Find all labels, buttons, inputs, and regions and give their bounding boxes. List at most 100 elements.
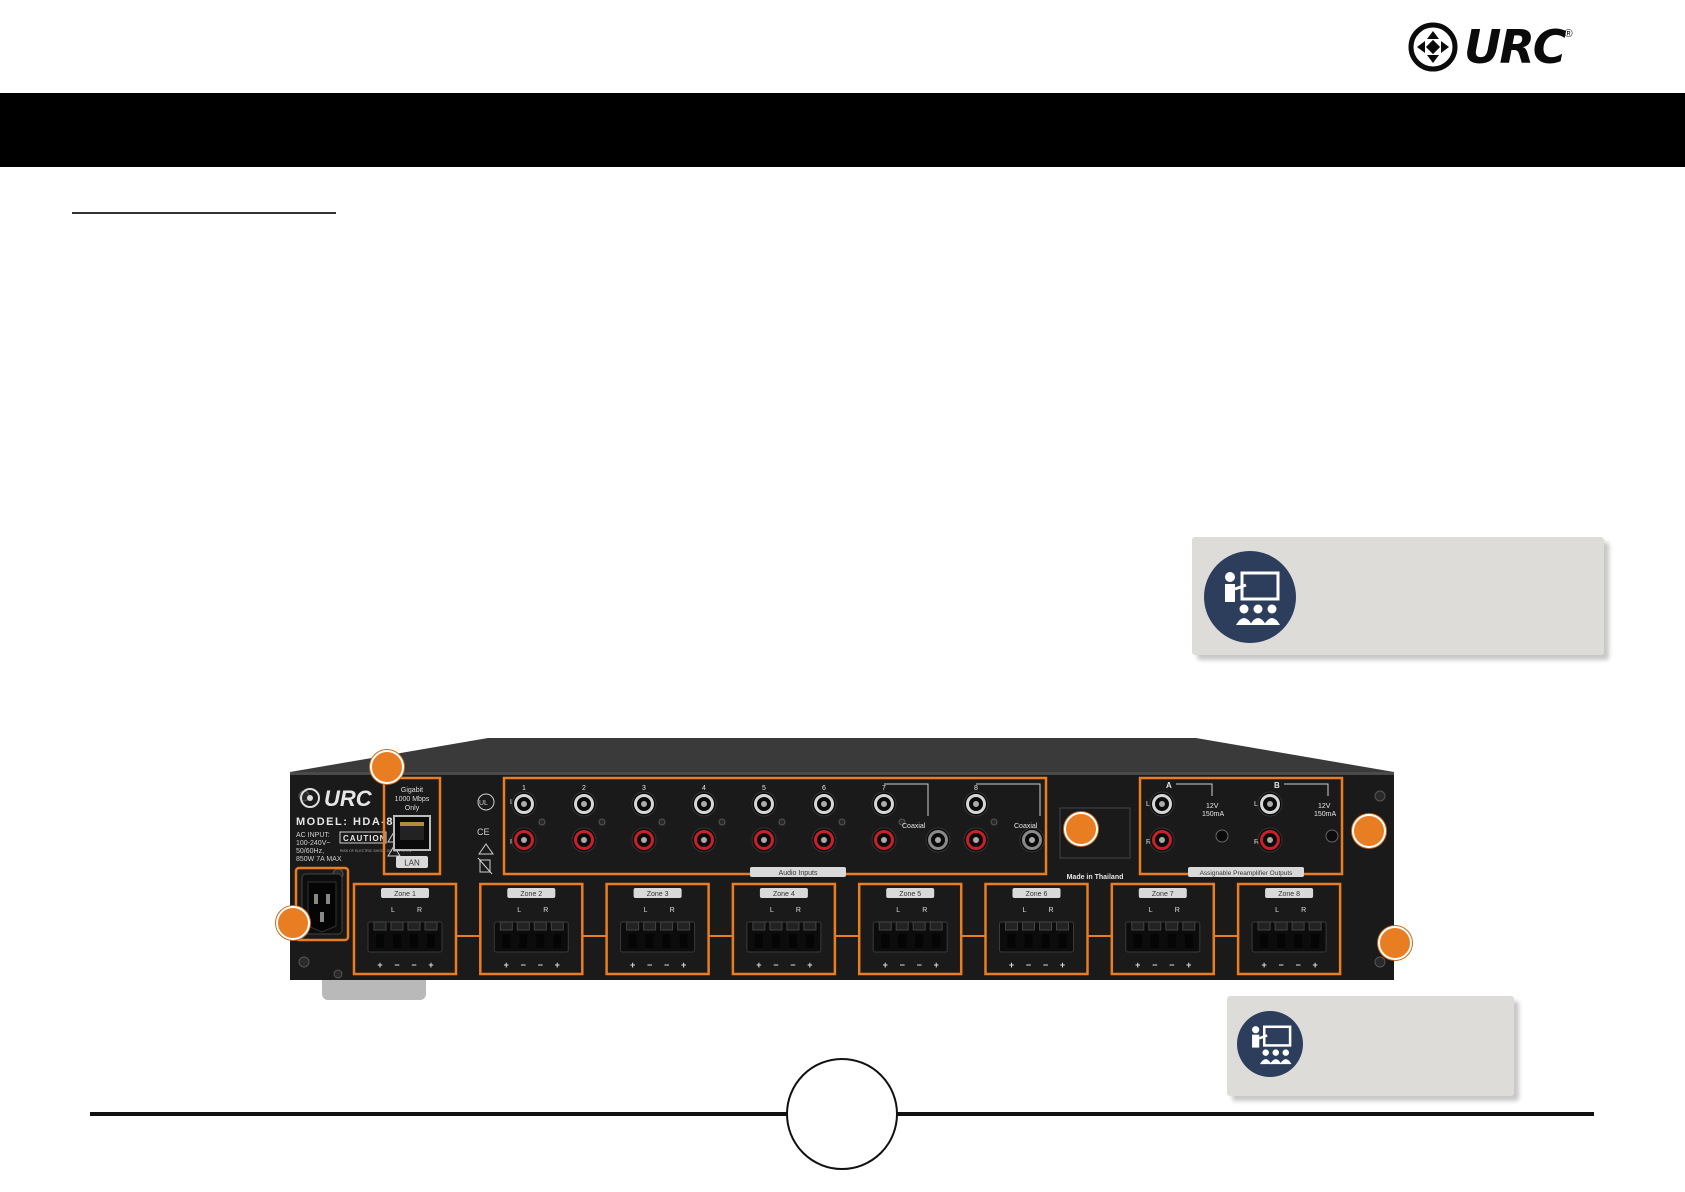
rca-input-4-right[interactable] (691, 827, 717, 853)
svg-text:CE: CE (477, 827, 490, 837)
zone-channel-left: L (391, 907, 395, 914)
rca-input-7-right[interactable] (871, 827, 897, 853)
callout-marker-audio (1064, 812, 1098, 846)
audio-input-jacks[interactable] (511, 791, 1045, 853)
zone-channel-right: R (922, 907, 927, 914)
zone-label: Zone 1 (394, 891, 416, 898)
input-number-1: 1 (522, 785, 526, 792)
rca-input-5-right[interactable] (751, 827, 777, 853)
input-number-6: 6 (822, 785, 826, 792)
preamp-a-left[interactable] (1149, 791, 1175, 817)
zone-polarity: − (647, 960, 652, 970)
zone-channel-left: L (1149, 907, 1153, 914)
power-inlet-highlight (294, 866, 350, 942)
trigger-a-line-1: 12V (1206, 803, 1219, 810)
coaxial-label-8: Coaxial (1014, 823, 1038, 830)
lan-port[interactable] (393, 815, 431, 851)
rca-input-4-left[interactable] (691, 791, 717, 817)
preamp-right-label: R (1146, 839, 1151, 846)
rca-input-6-right[interactable] (811, 827, 837, 853)
ac-input-label: AC INPUT: (296, 832, 330, 839)
rca-input-8-right[interactable] (963, 827, 989, 853)
zone-label: Zone 5 (899, 891, 921, 898)
zone-channel-right: R (670, 907, 675, 914)
zone-polarity: − (1152, 960, 1157, 970)
registered-mark: ® (1564, 28, 1573, 40)
trigger-b-line-1: 12V (1318, 803, 1331, 810)
zone-polarity: − (411, 960, 416, 970)
coaxial-input-7[interactable] (925, 827, 951, 853)
preamp-left-label-b: L (1254, 801, 1258, 808)
rca-input-5-left[interactable] (751, 791, 777, 817)
input-number-5: 5 (762, 785, 766, 792)
zone-channel-left: L (517, 907, 521, 914)
preamp-output-jacks[interactable] (1149, 791, 1339, 853)
rca-input-1-right[interactable] (511, 827, 537, 853)
zone-label: Zone 3 (647, 891, 669, 898)
presentation-icon (1204, 551, 1296, 643)
preamp-right-label-b: R (1254, 839, 1259, 846)
title-bar (0, 93, 1685, 167)
zone-polarity: + (630, 960, 635, 970)
lan-note-line-3: Only (405, 805, 420, 812)
rca-input-2-left[interactable] (571, 791, 597, 817)
zone-polarity: − (1295, 960, 1300, 970)
zone-polarity: + (1312, 960, 1317, 970)
preamp-b-left[interactable] (1257, 791, 1283, 817)
rack-foot (322, 974, 426, 1000)
zone-channel-right: R (417, 907, 422, 914)
preamp-b-right[interactable] (1257, 827, 1283, 853)
note-callout-bottom (1227, 996, 1514, 1096)
caution-fine-print: RISK OF ELECTRIC SHOCK DO NOT OPEN (340, 849, 412, 853)
page-number-badge (786, 1058, 898, 1170)
zone-polarity: + (756, 960, 761, 970)
rca-input-8-left[interactable] (963, 791, 989, 817)
zone-channel-left: L (1023, 907, 1027, 914)
urc-emblem-icon (1408, 22, 1458, 72)
preamp-a-label: A (1166, 781, 1172, 790)
zone-polarity: − (917, 960, 922, 970)
rca-input-7-left[interactable] (871, 791, 897, 817)
zone-polarity: − (664, 960, 669, 970)
zone-channel-left: L (644, 907, 648, 914)
zone-channel-right: R (543, 907, 548, 914)
zone-polarity: + (807, 960, 812, 970)
lan-label: LAN (404, 859, 420, 868)
preamp-outputs-label: Assignable Preamplifier Outputs (1200, 870, 1294, 877)
rca-input-6-left[interactable] (811, 791, 837, 817)
rca-input-3-right[interactable] (631, 827, 657, 853)
rca-input-2-right[interactable] (571, 827, 597, 853)
callout-marker-zones (1378, 926, 1412, 960)
zone-polarity: − (538, 960, 543, 970)
input-number-4: 4 (702, 785, 706, 792)
coaxial-label-7: Coaxial (902, 823, 926, 830)
zone-polarity: + (934, 960, 939, 970)
coaxial-input-8[interactable] (1019, 827, 1045, 853)
chassis-top (290, 738, 1394, 772)
zone-polarity: + (504, 960, 509, 970)
zone-channel-right: R (796, 907, 801, 914)
trigger-jack-b[interactable] (1325, 829, 1339, 843)
zone-label: Zone 4 (773, 891, 795, 898)
rca-input-1-left[interactable] (511, 791, 537, 817)
trigger-jack-a[interactable] (1215, 829, 1229, 843)
zone-polarity: − (1278, 960, 1283, 970)
preamp-b-label: B (1274, 781, 1280, 790)
power-inlet[interactable] (301, 873, 343, 935)
input-number-3: 3 (642, 785, 646, 792)
zone-polarity: − (521, 960, 526, 970)
section-heading-underline (72, 212, 336, 214)
rca-input-3-left[interactable] (631, 791, 657, 817)
preamp-a-right[interactable] (1149, 827, 1175, 853)
zone-channel-right: R (1301, 907, 1306, 914)
zone-label: Zone 6 (1026, 891, 1048, 898)
